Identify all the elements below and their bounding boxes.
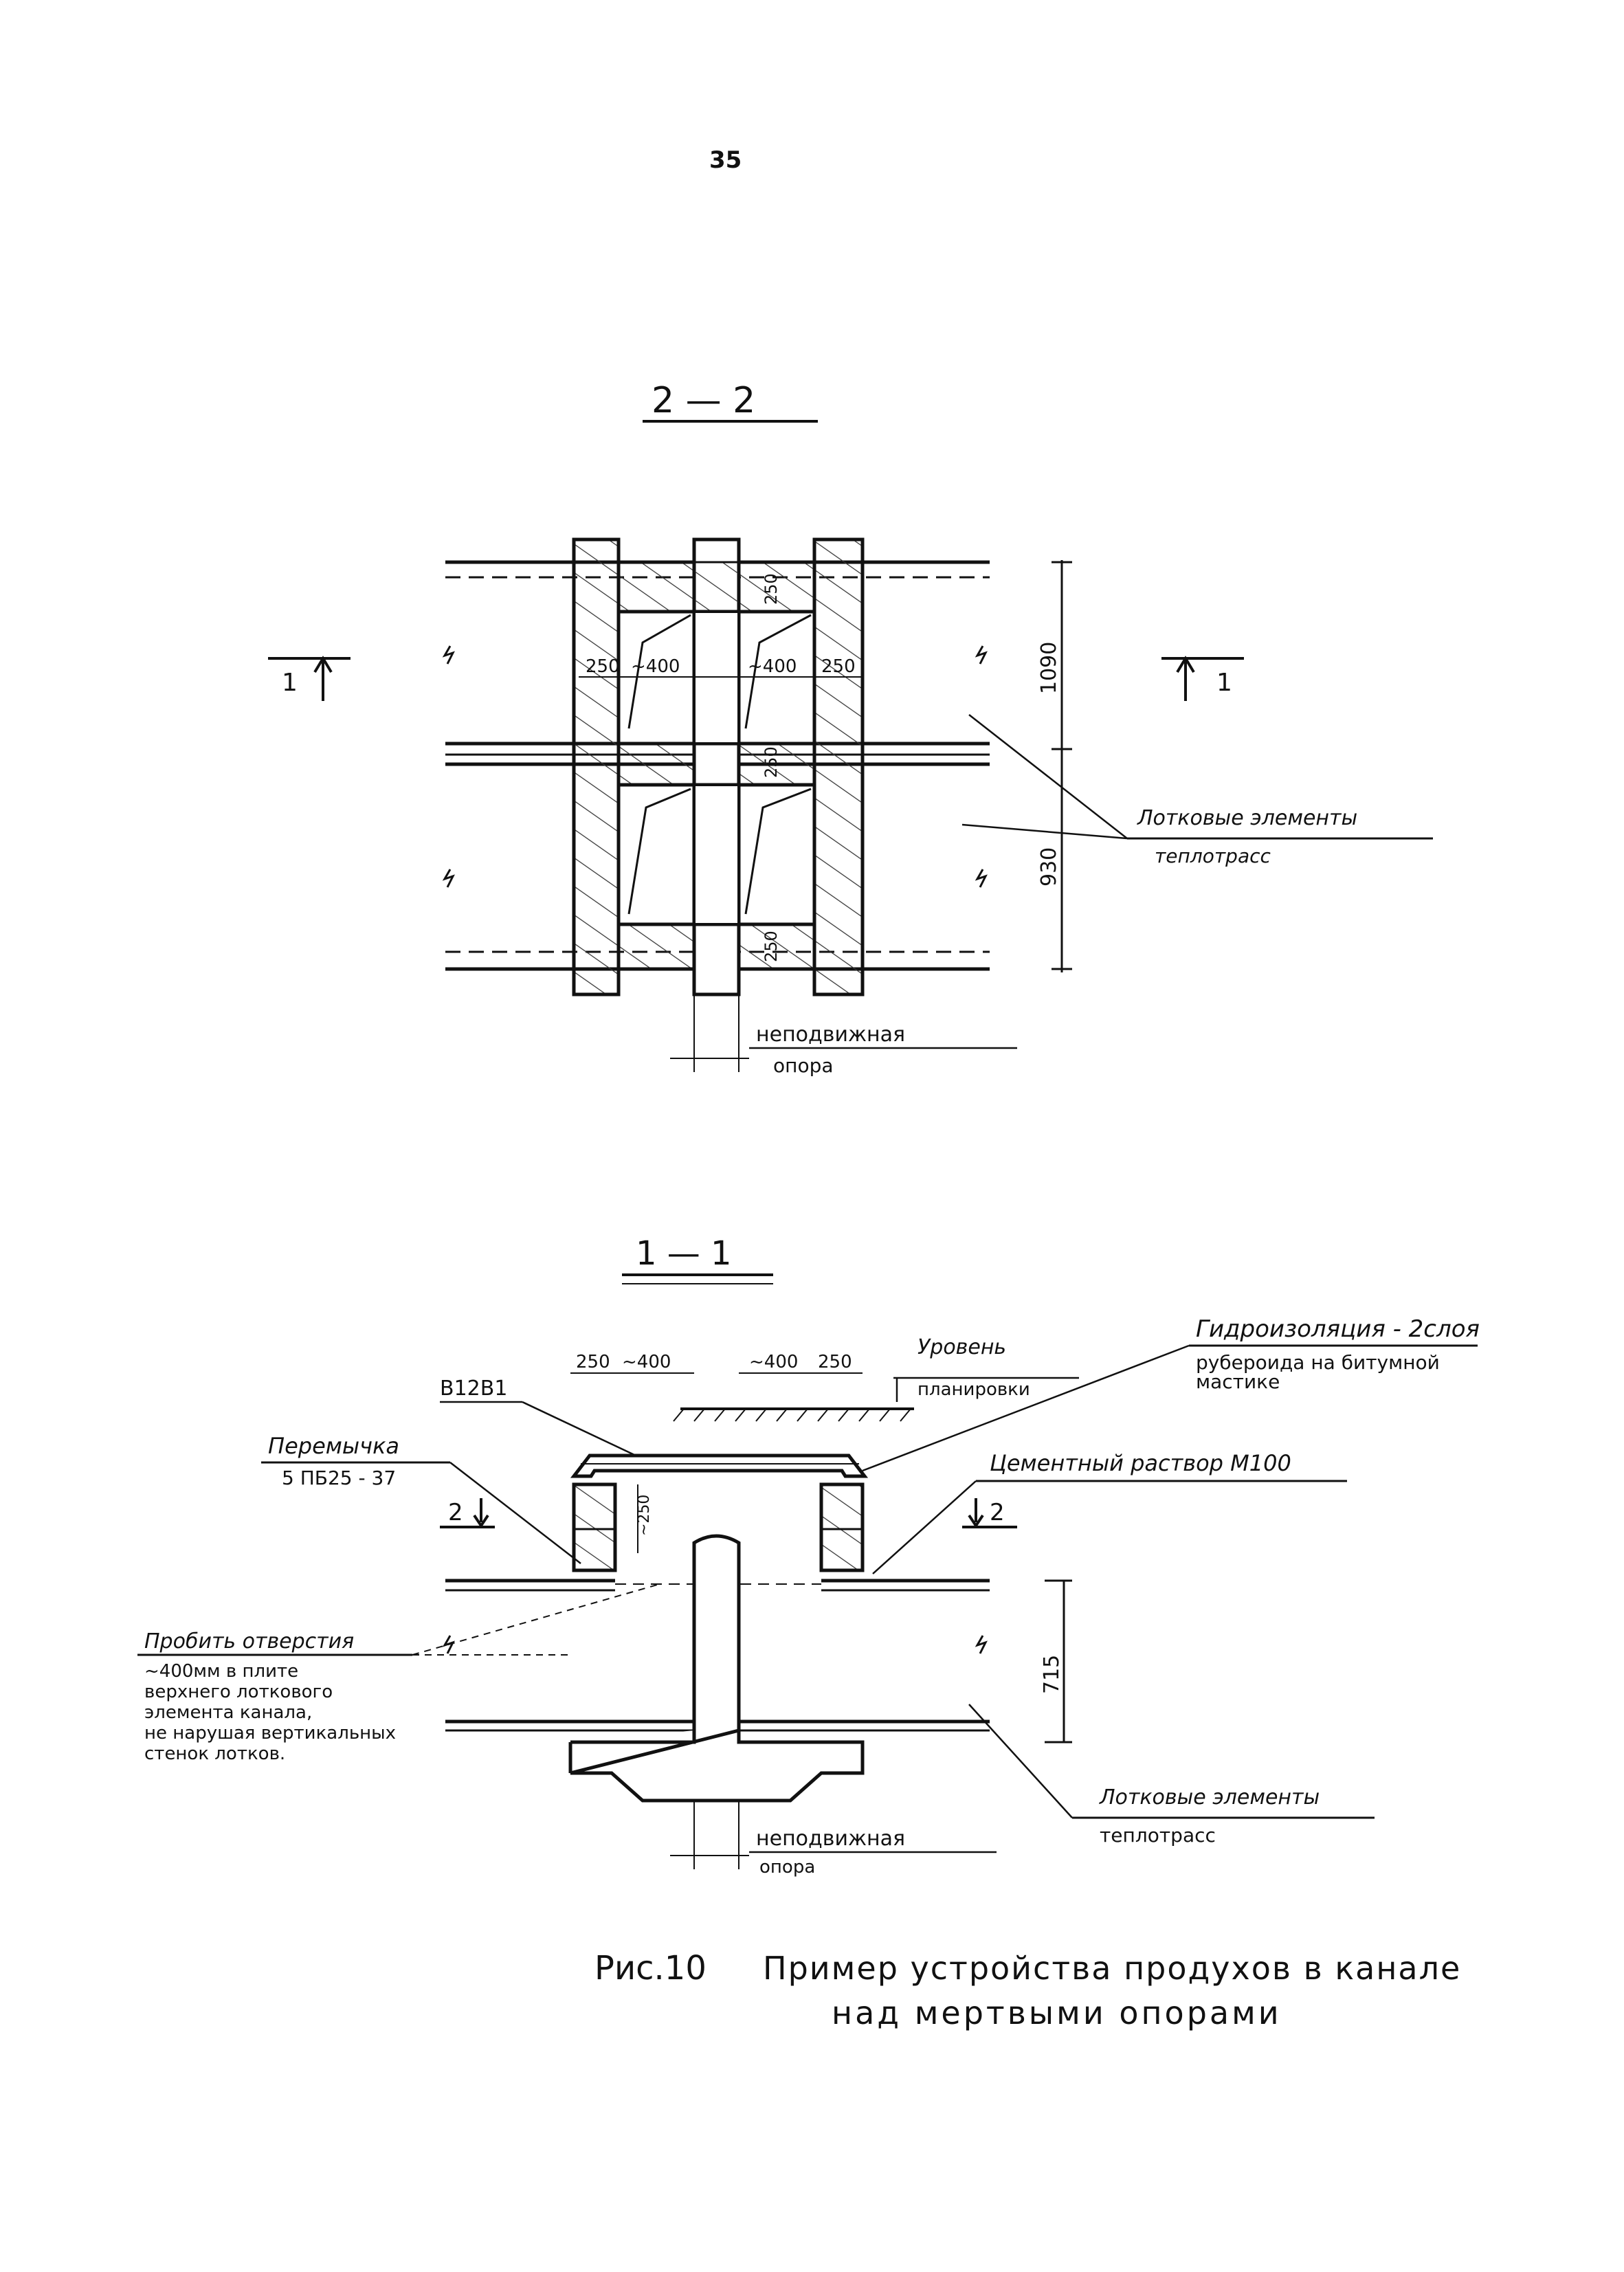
- section-2-2: 2 — 2 250 ~400: [268, 380, 1433, 1077]
- dim-top: 250: [761, 573, 781, 605]
- cut-marker-left-2: 2: [440, 1498, 495, 1528]
- svg-text:~400мм в плите: ~400мм в плите: [144, 1661, 298, 1682]
- svg-text:верхнего лоткового: верхнего лоткового: [144, 1682, 333, 1702]
- label-lintel-line2: 5 ПБ25 - 37: [282, 1467, 396, 1489]
- dim-bottom: 250: [761, 931, 781, 962]
- dim-upper-height: 1090: [1037, 642, 1061, 694]
- svg-text:1: 1: [282, 669, 298, 697]
- page-number: 35: [709, 146, 742, 174]
- svg-text:1: 1: [1216, 669, 1232, 697]
- label-tray-line2: теплотрасс: [1155, 845, 1271, 867]
- dim-block-height: ~250: [636, 1495, 653, 1536]
- dim-wall-right: 250: [821, 656, 856, 677]
- label-tray-line2-b: теплотрасс: [1100, 1824, 1216, 1847]
- caption-line1: Пример устройства продухов в канале: [763, 1950, 1461, 1987]
- dim-w3: ~400: [749, 1352, 798, 1372]
- label-waterproof-line2: рубероида на битумной: [1196, 1351, 1440, 1374]
- label-support-line2-b: опора: [759, 1857, 815, 1878]
- caption-line2: над мертвыми опорами: [832, 1994, 1282, 2031]
- label-waterproof-line3: мастике: [1196, 1370, 1280, 1393]
- note-punch-holes: Пробить отверстия ~400мм в плите верхнег…: [137, 1583, 660, 1764]
- dim-opening-left: ~400: [631, 656, 680, 677]
- figure-caption: Рис.10 Пример устройства продухов в кана…: [594, 1949, 1461, 2031]
- cut-marker-right-2: 2: [962, 1498, 1017, 1528]
- cut-marker-right: 1: [1161, 656, 1244, 701]
- label-slab: В12В1: [440, 1377, 507, 1401]
- label-support-line1-b: неподвижная: [756, 1827, 905, 1851]
- label-support-line1: неподвижная: [756, 1023, 905, 1047]
- block-right: [819, 1482, 865, 1572]
- dim-middle: 250: [761, 746, 781, 778]
- label-lintel-line1: Перемычка: [268, 1433, 399, 1459]
- dim-wall-left: 250: [586, 656, 620, 677]
- fixed-support-column: [692, 1534, 741, 1730]
- label-mortar: Цементный раствор М100: [990, 1450, 1291, 1476]
- label-tray-line1-b: Лотковые элементы: [1099, 1785, 1320, 1809]
- dim-w2: ~400: [622, 1352, 671, 1372]
- dim-w4: 250: [818, 1352, 852, 1372]
- dim-w1: 250: [576, 1352, 610, 1372]
- svg-text:2: 2: [448, 1499, 463, 1526]
- dim-opening-right: ~400: [748, 656, 797, 677]
- section-2-2-title: 2 — 2: [652, 380, 755, 421]
- dim-channel-height: 715: [1040, 1655, 1064, 1694]
- svg-text:не нарушая вертикальных: не нарушая вертикальных: [144, 1723, 396, 1744]
- dim-lower-height: 930: [1037, 847, 1061, 887]
- label-waterproof-line1: Гидроизоляция - 2слоя: [1196, 1315, 1480, 1343]
- cut-marker-left: 1: [268, 656, 351, 701]
- svg-text:элемента канала,: элемента канала,: [144, 1702, 312, 1723]
- svg-text:Пробить отверстия: Пробить отверстия: [144, 1629, 354, 1653]
- section-1-1-title: 1 — 1: [636, 1234, 732, 1273]
- wall-right: [812, 537, 865, 996]
- caption-fig: Рис.10: [594, 1949, 707, 1987]
- center-support-top: [693, 561, 740, 613]
- top-slab: [570, 1454, 869, 1478]
- svg-text:стенок лотков.: стенок лотков.: [144, 1744, 285, 1764]
- label-support-line2: опора: [773, 1054, 834, 1077]
- wall-left: [572, 537, 621, 996]
- label-level-line1: Уровень: [917, 1335, 1006, 1359]
- fixed-support-foundation: [570, 1728, 865, 1803]
- label-level-line2: планировки: [917, 1379, 1030, 1400]
- label-tray-line1: Лотковые элементы: [1137, 806, 1357, 830]
- svg-text:2: 2: [990, 1499, 1005, 1526]
- section-1-1: 1 — 1 250 ~400 ~400 250 Уровень планиров…: [137, 1234, 1480, 1878]
- block-left: [572, 1482, 617, 1572]
